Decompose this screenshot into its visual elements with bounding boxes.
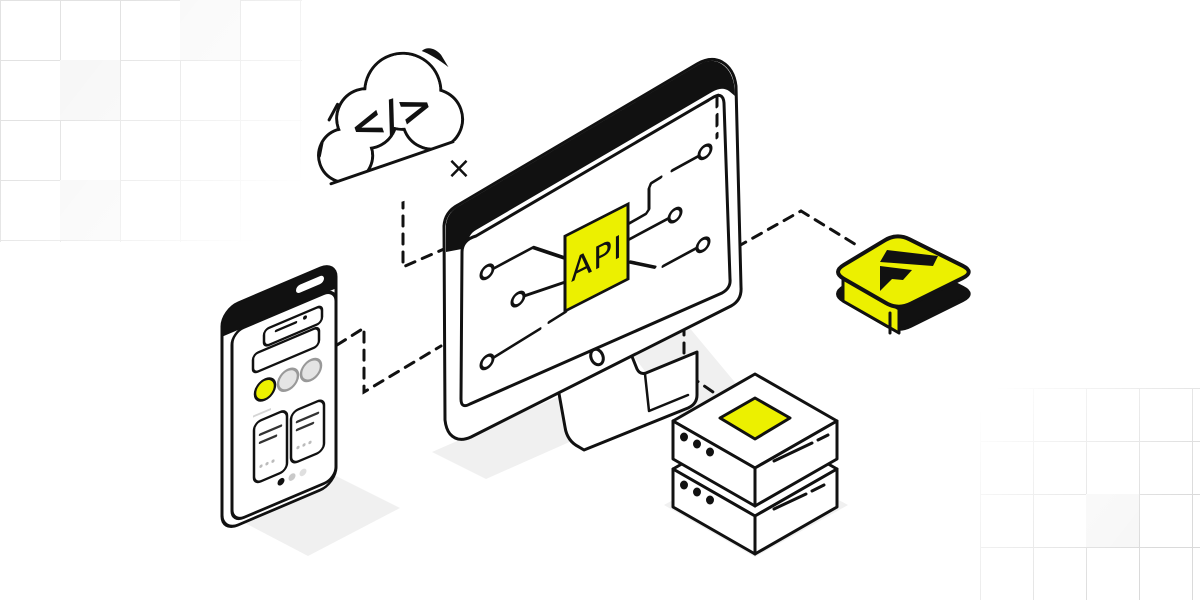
connector-phone-to-monitor: [335, 325, 443, 395]
phone-page-dots: [277, 468, 307, 486]
circuit-traces: [492, 154, 700, 359]
monitor-api-screen-icon: API: [442, 57, 743, 452]
screen-corner-bracket: [696, 93, 719, 140]
cloud-seam-line-2: [317, 140, 324, 158]
phone-shadow: [224, 466, 400, 556]
phone-divider: [253, 407, 271, 418]
phone-avatar-dots: [253, 357, 323, 402]
cloud-shape: [314, 48, 499, 228]
server-led-dots: [680, 432, 714, 457]
server-vent-lines: [772, 433, 830, 463]
server-pad-accent: [718, 396, 792, 441]
server-led-dots: [680, 480, 714, 505]
circuit-node: [667, 206, 683, 224]
circuit-node: [695, 236, 711, 254]
cloud-notch: [421, 48, 449, 68]
server-unit-top: [671, 372, 839, 508]
phone-speaker-slot: [296, 275, 324, 294]
phone-avatar-dot: [276, 367, 300, 392]
monitor-top-band: [446, 60, 735, 252]
circuit-node: [697, 143, 713, 161]
multiply-mark: ×: [446, 151, 471, 186]
phone-card: [289, 399, 326, 464]
screen-circuit: API: [479, 93, 719, 371]
circuit-node: [479, 353, 495, 371]
phone-card: [252, 410, 289, 484]
monitor-camera-dot: [589, 347, 605, 367]
phone-banner-secondary: [251, 326, 321, 374]
tile-logo: [880, 250, 938, 291]
server-stack-icon: [671, 372, 839, 556]
monitor-stand-edge: [643, 372, 690, 413]
phone-camera-dot: [303, 315, 307, 320]
server-vent-lines: [772, 483, 826, 511]
phone-banner: [262, 305, 324, 347]
app-tile-logo-icon: [836, 234, 971, 335]
phone-avatar-dot-accent: [253, 377, 277, 402]
cloud-code-icon: </>: [314, 48, 499, 228]
phone-avatar-dot: [299, 357, 323, 383]
phone-speaker-line: [274, 320, 298, 333]
circuit-nodes: [479, 143, 713, 371]
api-chip: [563, 201, 630, 314]
smartphone-icon: [220, 265, 338, 528]
connector-monitor-to-tile: [735, 209, 860, 249]
cloud-seam-line: [327, 102, 340, 122]
circuit-node: [510, 290, 526, 308]
circuit-node: [479, 263, 495, 281]
